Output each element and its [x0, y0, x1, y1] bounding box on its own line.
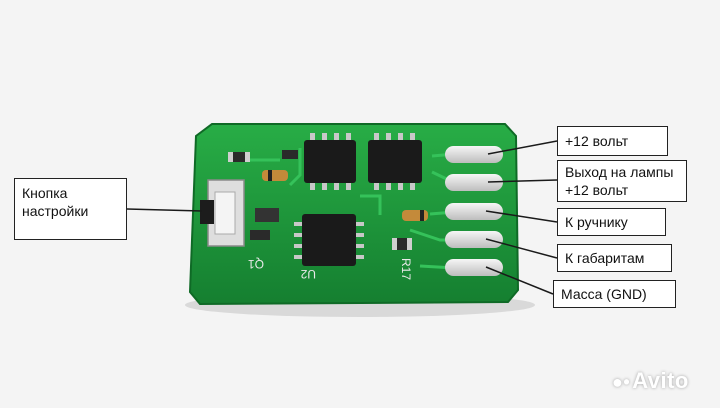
pad-lamps — [445, 174, 503, 191]
ic-chip-1 — [304, 133, 356, 190]
smd-components — [228, 150, 428, 250]
label-settings-button: Кнопка настройки — [14, 178, 127, 240]
silkscreen-u2: U2 — [300, 267, 316, 281]
label-lamp-output: Выход на лампы +12 вольт — [557, 160, 687, 202]
label-settings-button-line1: Кнопка — [22, 185, 68, 201]
leader-ground — [485, 266, 554, 295]
label-plus12: +12 вольт — [557, 126, 668, 156]
label-lamp-output-line2: +12 вольт — [565, 182, 629, 198]
pcb-board — [188, 123, 520, 306]
tactile-button — [200, 179, 245, 247]
pad-ground — [445, 259, 503, 276]
label-ground-text: Масса (GND) — [561, 286, 647, 302]
avito-watermark: ●•Avito — [612, 368, 712, 396]
leader-lamps — [487, 179, 558, 183]
label-dimensions-text: К габаритам — [565, 250, 645, 266]
avito-logo-icon: ●• — [612, 372, 631, 392]
leader-button — [126, 208, 203, 212]
label-lamp-output-line1: Выход на лампы — [565, 164, 674, 180]
ic-chip-u2 — [294, 214, 364, 266]
ic-chip-2 — [368, 133, 422, 190]
silkscreen-q1: Q1 — [248, 257, 264, 271]
label-handbrake-text: К ручнику — [565, 214, 628, 230]
label-plus12-text: +12 вольт — [565, 133, 629, 149]
label-ground: Масса (GND) — [553, 280, 676, 308]
pad-dimensions — [445, 231, 503, 248]
label-handbrake: К ручнику — [557, 208, 666, 236]
leader-lines — [126, 140, 558, 295]
pad-plus12 — [445, 146, 503, 163]
avito-watermark-text: Avito — [632, 368, 689, 393]
leader-dimensions — [485, 238, 558, 259]
contact-pads — [445, 146, 503, 276]
leader-handbrake — [485, 210, 558, 223]
pad-handbrake — [445, 203, 503, 220]
label-settings-button-line2: настройки — [22, 203, 89, 219]
leader-plus12 — [487, 140, 558, 155]
label-dimensions: К габаритам — [557, 244, 672, 272]
silkscreen-r17: R17 — [399, 258, 413, 280]
